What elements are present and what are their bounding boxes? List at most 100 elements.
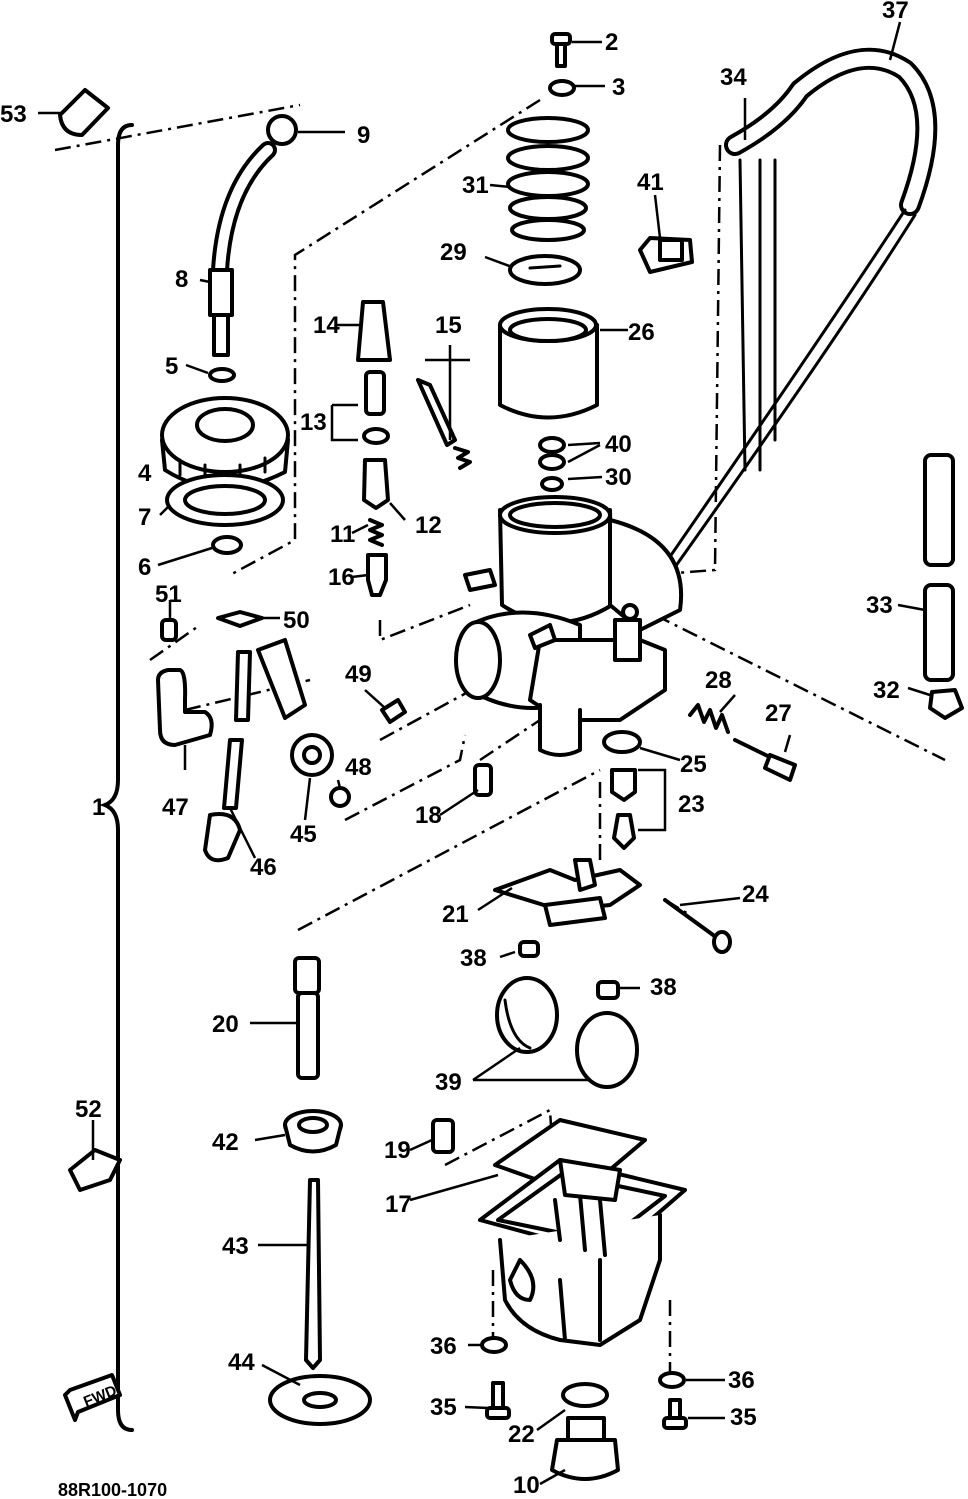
pilot-air-screw-15 <box>416 378 472 470</box>
callout-43: 43 <box>222 1233 249 1260</box>
fitting-50 <box>216 610 264 628</box>
callout-51: 51 <box>155 581 182 608</box>
callout-38-right: 38 <box>650 974 677 1001</box>
callout-19: 19 <box>384 1137 411 1164</box>
callout-22: 22 <box>508 1421 535 1448</box>
callout-labels: 2 3 4 5 6 7 8 9 10 11 12 13 14 15 16 17 … <box>0 0 909 1499</box>
drawing-code: 88R100-1070 <box>58 1480 167 1499</box>
callout-30: 30 <box>605 464 632 491</box>
carburetor-body <box>454 495 684 757</box>
front-direction-arrow: FWD <box>63 1373 122 1422</box>
callout-31: 31 <box>462 172 489 199</box>
pilot-jet-16 <box>366 553 388 597</box>
callout-20: 20 <box>212 1011 239 1038</box>
needle-jet-20 <box>293 956 321 1080</box>
float-pin-24 <box>663 898 732 954</box>
callout-27: 27 <box>765 700 792 727</box>
assembly-bracket <box>99 123 134 1432</box>
callout-44: 44 <box>228 1349 255 1376</box>
plug-49 <box>380 698 407 724</box>
callout-35-right: 35 <box>730 1404 757 1431</box>
washer-44 <box>268 1374 372 1426</box>
callout-26: 26 <box>628 319 655 346</box>
callout-34: 34 <box>720 64 747 91</box>
rod-43 <box>304 1178 322 1370</box>
vent-hose-37 <box>638 47 938 607</box>
top-screw-2 <box>550 32 572 68</box>
callout-36-left: 36 <box>430 1333 457 1360</box>
needle-jet-cap-14 <box>356 300 392 362</box>
callout-18: 18 <box>415 802 442 829</box>
starter-valve-12 <box>362 458 390 510</box>
plug-18 <box>473 763 493 797</box>
cap-42 <box>283 1109 343 1154</box>
drain-plug-10 <box>550 1416 620 1481</box>
gasket-7 <box>165 473 285 527</box>
callout-17: 17 <box>385 1191 412 1218</box>
spring-11 <box>368 518 384 547</box>
callout-7: 7 <box>138 504 151 531</box>
float-39 <box>495 976 639 1089</box>
callout-15: 15 <box>435 312 462 339</box>
callout-53: 53 <box>0 101 27 128</box>
callout-21: 21 <box>442 901 469 928</box>
air-screw-spring-28 <box>688 703 730 734</box>
callout-49: 49 <box>345 661 372 688</box>
callout-29: 29 <box>440 239 467 266</box>
starter-plunger-13 <box>362 370 390 445</box>
callout-12: 12 <box>415 512 442 539</box>
callout-28: 28 <box>705 667 732 694</box>
callout-48: 48 <box>345 754 372 781</box>
o-ring-22 <box>561 1382 609 1408</box>
assembly-label: 1 <box>92 794 105 821</box>
callout-13: 13 <box>300 409 327 436</box>
callout-6: 6 <box>138 554 151 581</box>
callout-33: 33 <box>866 592 893 619</box>
washer-25 <box>602 730 642 754</box>
callout-23: 23 <box>678 791 705 818</box>
callout-3: 3 <box>612 74 625 101</box>
callout-5: 5 <box>165 353 178 380</box>
washer-36-right <box>658 1371 686 1389</box>
throttle-valve-26 <box>498 307 599 420</box>
callout-10: 10 <box>513 1472 540 1499</box>
callout-37: 37 <box>882 0 909 24</box>
washer-3 <box>548 79 576 97</box>
callout-24: 24 <box>742 881 769 908</box>
sleeve-53 <box>58 88 110 137</box>
throttle-spring-31 <box>506 116 590 242</box>
clip-32 <box>928 688 964 720</box>
cable-adjuster-hose <box>211 141 277 279</box>
callout-52: 52 <box>75 1096 102 1123</box>
callout-16: 16 <box>328 564 355 591</box>
needle-clip-29 <box>508 254 582 286</box>
callout-39: 39 <box>435 1069 462 1096</box>
elbow-pipe-47 <box>156 668 214 747</box>
callout-46: 46 <box>250 854 277 881</box>
callout-25: 25 <box>680 751 707 778</box>
o-ring-30 <box>540 476 564 492</box>
callout-14: 14 <box>313 312 340 339</box>
callout-8: 8 <box>175 266 188 293</box>
float-arm-21 <box>493 858 642 927</box>
clip-51 <box>160 618 178 642</box>
callout-36-right: 36 <box>728 1367 755 1394</box>
pipe-33-lower <box>923 583 955 682</box>
o-ring-5 <box>208 367 236 383</box>
washer-36-left <box>480 1336 508 1354</box>
air-screw-27 <box>733 738 797 782</box>
float-pin-38 <box>518 940 620 1000</box>
callout-9: 9 <box>357 122 370 149</box>
callout-leaders <box>38 21 931 1486</box>
screw-35-right <box>662 1398 688 1430</box>
callout-2: 2 <box>605 29 618 56</box>
cap-9 <box>266 114 298 146</box>
needle-valve-23 <box>610 768 637 850</box>
callout-35-left: 35 <box>430 1394 457 1421</box>
starter-plunger-45 <box>256 638 334 777</box>
mixing-chamber-top-4 <box>160 396 290 490</box>
pipe-33-upper <box>923 453 955 567</box>
clamp-41 <box>638 236 694 274</box>
callout-47: 47 <box>162 794 189 821</box>
hose-46 <box>203 650 252 863</box>
